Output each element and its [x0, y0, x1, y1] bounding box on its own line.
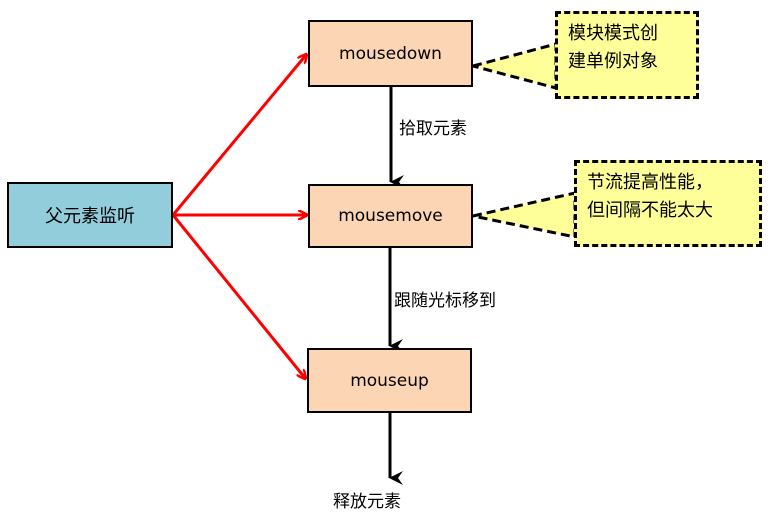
mousemove-note: 节流提高性能， 但间隔不能太大	[574, 160, 762, 247]
mouseup-label: mouseup	[350, 370, 429, 391]
mousedown-note-line-2: 建单例对象	[568, 51, 658, 72]
mousemove-note-line-2: 但间隔不能太大	[587, 200, 713, 221]
mousemove-label: mousemove	[338, 206, 443, 226]
note-pointer-mousemove	[472, 191, 577, 239]
edge-label-release-element: 释放元素	[333, 492, 401, 512]
listen-arrow-mousedown	[171, 55, 306, 216]
mousemove-node: mousemove	[308, 184, 473, 248]
mouseup-node: mouseup	[307, 348, 472, 413]
edge-label-pick-element: 拾取元素	[399, 119, 467, 139]
mousedown-note-line-1: 模块模式创	[568, 23, 658, 44]
edge-label-follow-cursor: 跟随光标移到	[394, 291, 496, 311]
mousemove-note-line-1: 节流提高性能，	[587, 172, 713, 193]
mousedown-node: mousedown	[308, 20, 473, 87]
parent-element-listener: 父元素监听	[7, 182, 173, 248]
listen-arrow-mouseup	[171, 214, 305, 378]
note-pointer-mousedown	[472, 42, 558, 90]
mousedown-label: mousedown	[339, 43, 442, 64]
parent-label: 父元素监听	[45, 206, 135, 227]
mousedown-note: 模块模式创 建单例对象	[555, 11, 699, 99]
